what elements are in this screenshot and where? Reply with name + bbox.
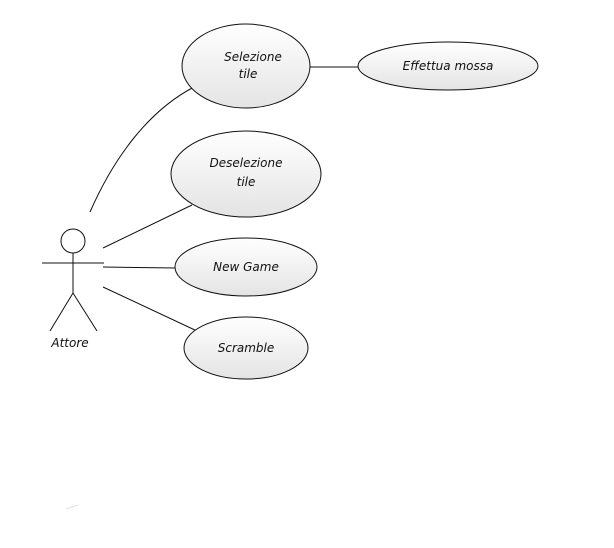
use-case-ellipse — [170, 130, 322, 218]
use-case-label: tile — [239, 67, 258, 81]
use-case-ellipse — [174, 237, 318, 297]
use-case-label: tile — [237, 175, 256, 189]
associations — [89, 66, 360, 332]
use-case-new-game[interactable]: New Game — [174, 237, 318, 297]
use-case-label: Selezione — [224, 50, 282, 64]
use-case-ellipse — [183, 316, 309, 380]
use-case-label: Deselezione — [210, 156, 283, 170]
association-actor-deselezione-tile — [102, 204, 193, 249]
association-actor-selezione-tile — [89, 86, 195, 213]
use-case-deselezione-tile[interactable]: Deselezione tile — [170, 130, 322, 218]
use-case-selezione-tile[interactable]: Selezione tile — [181, 23, 311, 109]
actor-label: Attore — [50, 336, 88, 350]
use-case-ellipse — [181, 23, 311, 109]
use-case-label: New Game — [213, 260, 279, 274]
use-case-ellipse — [357, 41, 539, 91]
use-case-scramble[interactable]: Scramble — [183, 316, 309, 380]
use-case-effettua-mossa[interactable]: Effettua mossa — [357, 41, 539, 91]
actor-head — [60, 228, 86, 254]
actor-left-leg — [49, 292, 74, 332]
faint-mark — [65, 504, 79, 510]
association-actor-new-game — [102, 266, 177, 269]
actor-right-leg — [72, 292, 98, 332]
actor — [42, 228, 104, 332]
use-case-label: Effettua mossa — [403, 59, 494, 73]
use-case-label: Scramble — [218, 341, 275, 355]
association-actor-scramble — [102, 286, 198, 332]
